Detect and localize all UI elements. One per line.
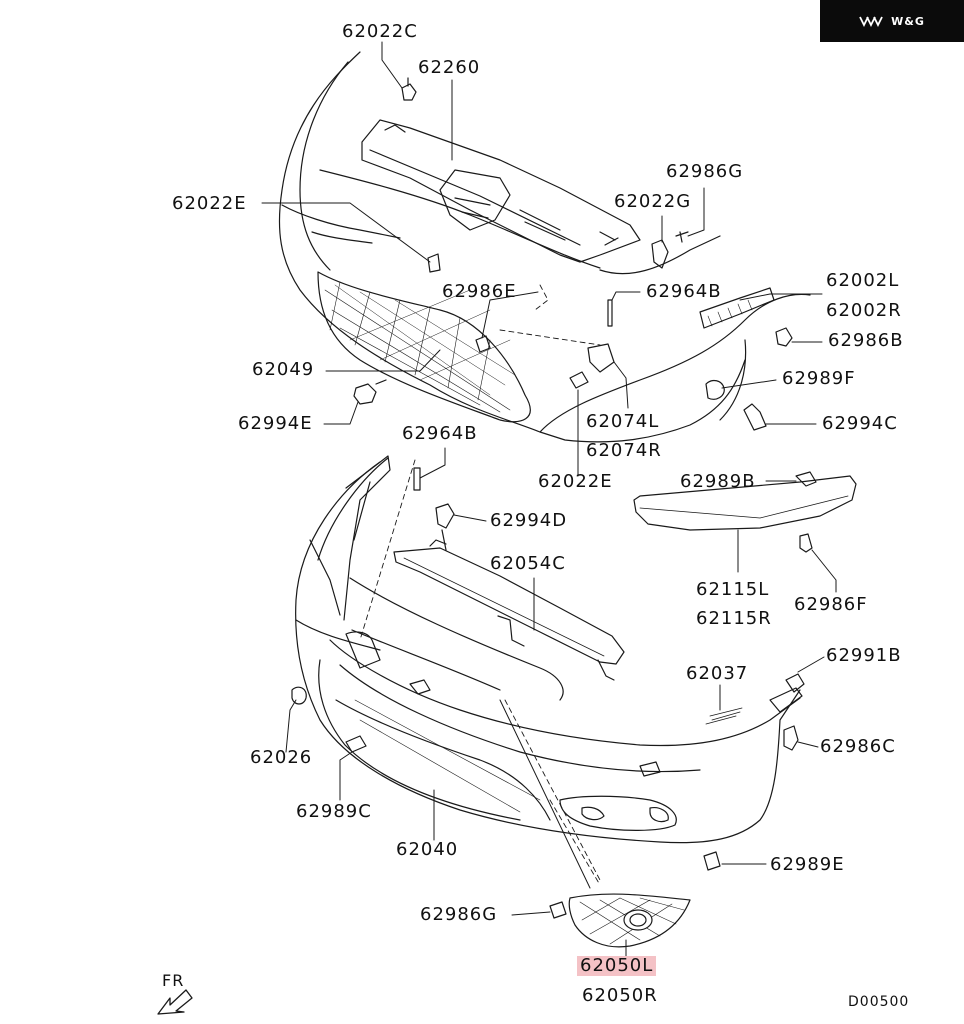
part-label-62074l[interactable]: 62074L (586, 411, 660, 432)
part-label-62989b[interactable]: 62989B (680, 471, 756, 492)
lower-grille-upper (317, 271, 531, 423)
part-label-62994d[interactable]: 62994D (490, 510, 568, 531)
brand-logo-text: W&G (891, 14, 925, 28)
part-label-62986f[interactable]: 62986F (794, 594, 868, 615)
part-label-62964b-upper[interactable]: 62964B (646, 281, 722, 302)
fasteners-lower (291, 467, 805, 919)
diagram-code: D00500 (848, 994, 910, 1010)
part-label-62989f[interactable]: 62989F (782, 368, 856, 389)
part-label-62964b-lower[interactable]: 62964B (402, 423, 478, 444)
lower-right-side (705, 687, 803, 725)
grille-support-beam (393, 539, 625, 681)
part-label-62002l[interactable]: 62002L (826, 270, 900, 291)
brand-badge: W&G (820, 0, 964, 42)
part-label-62050l-highlighted[interactable]: 62050L (577, 956, 657, 976)
fog-lamp-cover (568, 893, 691, 948)
part-label-62994e[interactable]: 62994E (238, 413, 313, 434)
part-label-62026[interactable]: 62026 (250, 747, 313, 768)
part-label-62022g[interactable]: 62022G (614, 191, 692, 212)
front-arrow-outline (157, 989, 193, 1015)
part-label-62986g-lower[interactable]: 62986G (420, 904, 498, 925)
side-trim-strip (633, 471, 857, 553)
part-label-62986c[interactable]: 62986C (820, 736, 896, 757)
part-label-62986e[interactable]: 62986E (442, 281, 517, 302)
leader-lines (261, 41, 837, 957)
arrow-chevrons-icon (859, 16, 883, 27)
part-label-62989c[interactable]: 62989C (296, 801, 372, 822)
part-label-62074r[interactable]: 62074R (586, 440, 662, 461)
part-label-62989e[interactable]: 62989E (770, 854, 845, 875)
part-label-62050r[interactable]: 62050R (582, 985, 658, 1006)
assembly-dash-lines (359, 284, 601, 886)
part-label-62040[interactable]: 62040 (396, 839, 459, 860)
fasteners-upper (353, 77, 793, 431)
lower-frame (349, 577, 564, 701)
part-label-62049[interactable]: 62049 (252, 359, 315, 380)
part-label-62022e-upper[interactable]: 62022E (172, 193, 247, 214)
part-label-62022c[interactable]: 62022C (342, 21, 418, 42)
part-label-62037[interactable]: 62037 (686, 663, 749, 684)
part-label-62115l[interactable]: 62115L (696, 579, 770, 600)
part-label-62986b[interactable]: 62986B (828, 330, 904, 351)
part-label-62994c[interactable]: 62994C (822, 413, 898, 434)
side-bracket-left (309, 455, 391, 621)
lower-bumper-face (295, 457, 801, 844)
part-label-62986g-upper[interactable]: 62986G (666, 161, 744, 182)
front-indicator-label: FR (162, 971, 185, 990)
reinforcement-bar (361, 119, 641, 263)
part-label-62022e-lower[interactable]: 62022E (538, 471, 613, 492)
part-label-62991b[interactable]: 62991B (826, 645, 902, 666)
part-label-62115r[interactable]: 62115R (696, 608, 772, 629)
part-label-62054c[interactable]: 62054C (490, 553, 566, 574)
part-label-62002r[interactable]: 62002R (826, 300, 902, 321)
part-label-62260[interactable]: 62260 (418, 57, 481, 78)
upper-bumper-shell (278, 51, 811, 443)
